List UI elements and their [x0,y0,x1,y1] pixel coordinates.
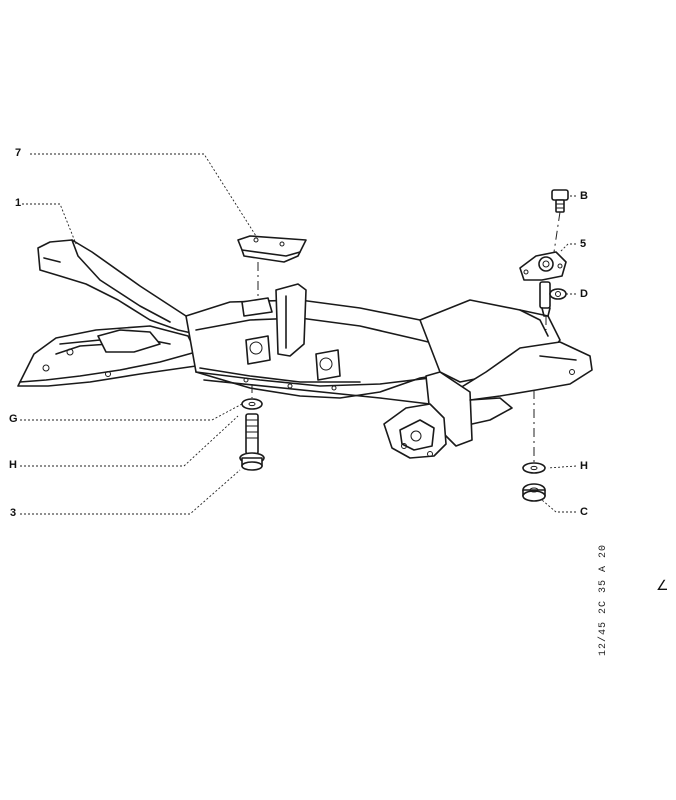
assembly-axes [251,211,561,462]
part-c-nut [522,483,546,502]
part-g-washer [241,398,263,410]
part-3-bolt [239,413,265,471]
part-5-mount [519,251,567,317]
part-7-pad [237,235,307,263]
callout-g: G [9,413,18,425]
callout-7: 7 [15,147,22,159]
callout-5: 5 [580,238,587,250]
corner-mark: ∠ [656,578,669,594]
part-d-nut [549,288,567,300]
front-subframe [17,239,593,459]
part-h-right-washer [522,462,546,474]
callout-d: D [580,288,588,300]
drawing-reference-code: 12/45 2C 35 A 20 [598,543,609,656]
callout-b: B [580,190,588,202]
callout-c: C [580,506,588,518]
callout-1: 1 [15,197,22,209]
callout-h-right: H [580,460,588,472]
part-b-bolt [551,189,569,213]
callout-h-left: H [9,459,17,471]
leader-lines [20,153,577,515]
callout-3: 3 [10,507,17,519]
